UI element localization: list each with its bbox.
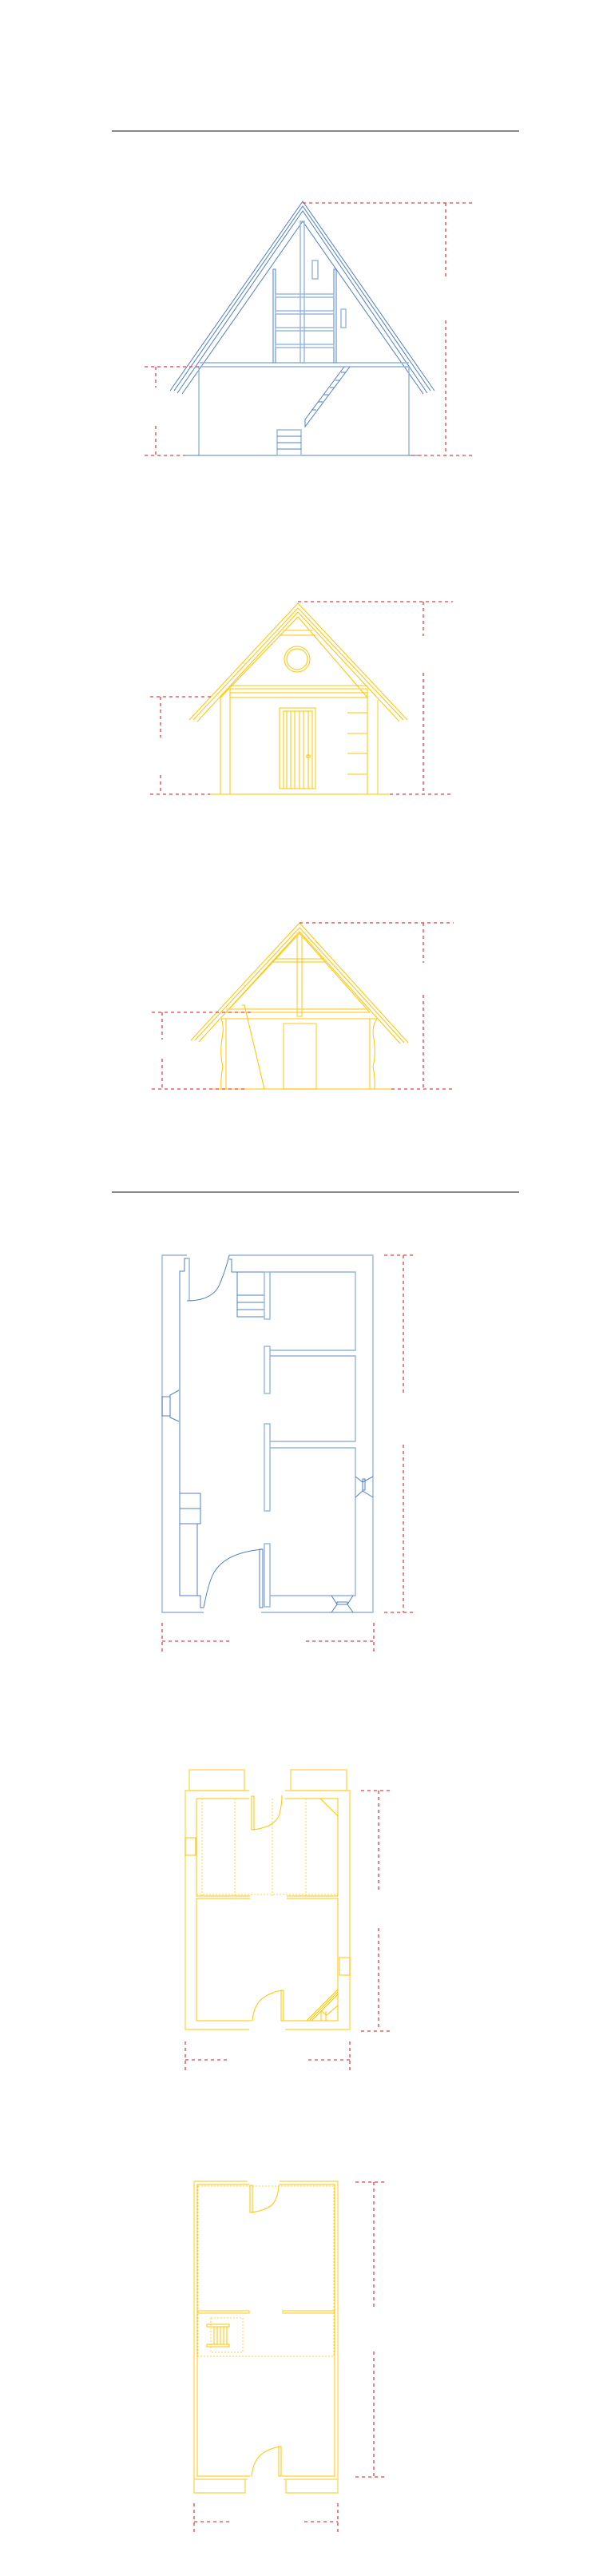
door-opening [283,1023,317,1090]
ladder [206,2324,230,2347]
room [270,1271,356,1351]
door-swing [250,2184,280,2213]
window-small [311,260,319,280]
diagonal-brace [242,1004,265,1090]
post-left [220,1018,224,1090]
window-bottom [331,1595,354,1613]
room [270,1355,356,1442]
yellow-floor-plan-upper [184,1769,391,2073]
bench [290,1769,347,1791]
bench [188,1769,245,1791]
entry-steps [276,429,302,456]
window-right [339,1957,351,1976]
dimension-lines [161,1254,416,1654]
door-swing [203,1548,264,1608]
ladder-opening [210,2317,244,2353]
dimension-lines [193,2181,387,2534]
outer-wall [184,1790,249,2030]
eave-band [230,685,367,698]
door-swing [251,2446,281,2477]
corner-brace [319,1798,339,1817]
partition [264,1271,271,1320]
door-swing [252,1990,283,2021]
door-handle [306,754,311,758]
roof-outer [188,602,408,721]
yellow-front-elevation [150,601,453,795]
siding-lines [347,712,367,775]
post-right [372,1018,378,1090]
door-swing [186,1254,230,1302]
outer-wall [161,1254,204,1613]
stairs [236,1271,265,1318]
door-swing [252,1795,283,1831]
gable-line [225,932,371,1013]
outer-wall [193,2180,248,2494]
ceiling-line [181,221,424,395]
window-left [184,1837,196,1856]
yellow-floor-plan-lower [193,2180,387,2534]
closet [179,1493,201,1596]
ladder [304,366,351,428]
blue-floor-plan [161,1254,416,1654]
window-small [340,308,347,328]
corner-stairs [306,1989,339,2021]
dimension-lines [150,601,453,795]
dimension-lines [184,1790,391,2073]
center-post [300,221,305,364]
round-window [284,646,311,673]
dimension-lines [152,922,454,1090]
front-door [279,707,316,789]
dimension-lines [145,202,475,456]
room [270,1447,356,1596]
partition [197,2310,250,2314]
yellow-frame-elevation [152,922,454,1090]
loft-shelves [275,293,335,348]
king-post [296,932,303,1017]
blue-section-drawing [145,201,475,456]
roof-outer [190,922,409,1044]
gable-line [220,616,368,698]
roof-outer [169,201,435,392]
window-left [161,1389,180,1422]
loft-outline [197,2185,335,2357]
window-right [355,1476,374,1498]
